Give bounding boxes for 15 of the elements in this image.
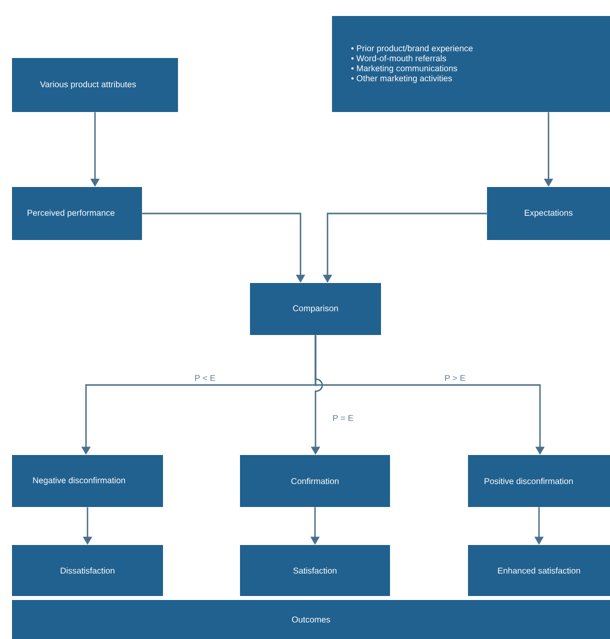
process-box: Satisfaction <box>240 545 390 596</box>
process-box: Confirmation <box>240 455 390 507</box>
bullet-list-box: • Prior product/brand experience • Word-of-mouth referrals • Marketing communications • Other marketing activities <box>332 16 610 112</box>
process-box: Expectations <box>487 187 610 240</box>
edge-label: P > E <box>444 374 467 382</box>
process-box: Perceived performance <box>12 187 142 240</box>
edge-label: P < E <box>194 374 217 382</box>
process-box: Enhanced satisfaction <box>468 545 610 596</box>
process-box: Comparison <box>250 283 381 335</box>
outcomes-band: Outcomes <box>12 600 610 639</box>
process-box: Negative disconfirmation <box>12 455 163 507</box>
edge-label: P = E <box>332 414 355 422</box>
process-box: Various product attributes <box>12 58 178 112</box>
process-box: Positive disconfirmation <box>468 455 610 507</box>
process-box: Dissatisfaction <box>12 545 163 596</box>
